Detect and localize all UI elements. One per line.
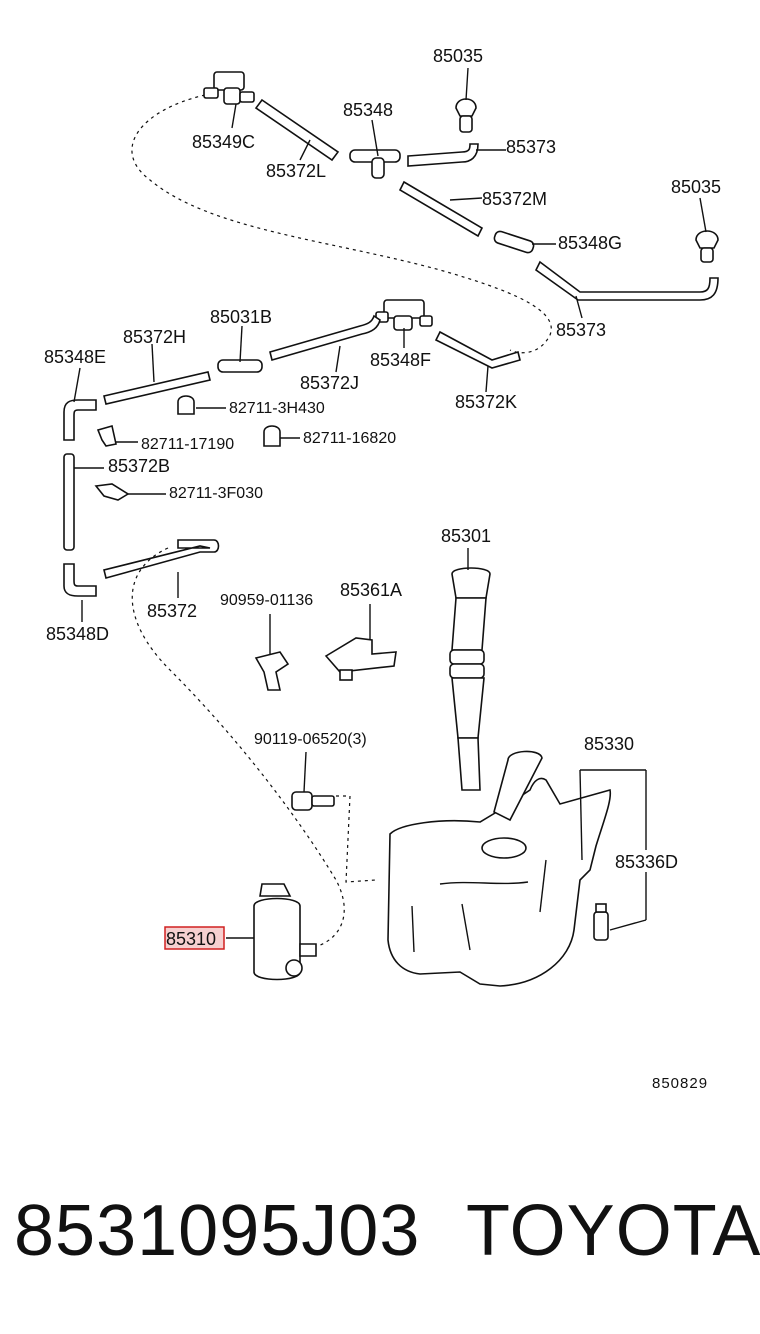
hose-85372k [434,330,521,369]
hose-85372b [63,453,75,551]
label-85031b: 85031B [210,307,272,327]
hose-85372h [103,371,211,405]
label-82711-3h430: 82711-3H430 [229,400,325,417]
label-85348g: 85348G [558,233,622,253]
label-85348d: 85348D [46,624,109,644]
label-82711-17190: 82711-17190 [141,436,234,453]
label-85035-top: 85035 [433,46,483,66]
label-85361a: 85361A [340,580,402,600]
hose-85372 [103,539,220,579]
joint-85348g [493,230,535,254]
part-labels: 85035 85348 85349C 85373 85372L 85372M 8… [44,46,721,1092]
label-85373-top: 85373 [506,137,556,157]
elbow-85348d [63,563,97,597]
nozzle-85035-right [695,230,719,263]
leader-lines [73,67,707,939]
label-85372l: 85372L [266,161,326,181]
label-85372j: 85372J [300,373,359,393]
label-85348f: 85348F [370,350,431,370]
dashed-routing-line-top [131,94,552,354]
label-82711-16820: 82711-16820 [303,430,396,447]
clip-82711-3f030 [94,483,130,501]
elbow-85348e [63,399,97,441]
bolt-guide-dashed [336,795,377,883]
label-85348e: 85348E [44,347,106,367]
brand-name: TOYOTA [466,1191,760,1271]
tee-joint-85349c [203,71,255,105]
bolt-90119-06520 [291,791,335,811]
bracket-85361a [324,637,397,681]
nozzle-85035-top [455,98,477,133]
level-sensor-85336d [593,903,609,941]
clip-82711-16820 [263,425,281,447]
washer-pump-85310 [253,883,317,981]
label-85372k: 85372K [455,392,517,412]
label-85372b: 85372B [108,456,170,476]
washer-tank-85330 [387,750,612,987]
label-85348: 85348 [343,100,393,120]
dashed-routing-line-bottom [131,547,345,947]
footer: 8531095J03 TOYOTA [0,1170,760,1290]
label-90959-01136: 90959-01136 [220,592,313,609]
label-85372: 85372 [147,601,197,621]
label-85336d: 85336D [615,852,678,872]
label-82711-3f030: 82711-3F030 [169,485,263,502]
filler-neck-85301 [449,567,491,791]
hose-85372j [269,314,381,361]
hose-85372m [398,180,484,238]
highlight-box-85310 [164,926,225,950]
label-85310: 85310 [166,929,216,949]
label-85330: 85330 [584,734,634,754]
label-85301: 85301 [441,526,491,546]
hose-85373-top [407,143,479,167]
part-number: 8531095J03 [14,1191,421,1271]
label-90119-06520: 90119-06520(3) [254,731,367,748]
clip-82711-17190 [96,424,117,447]
hose-85372l [254,98,340,162]
label-85372h: 85372H [123,327,186,347]
parts-diagram: 85035 85348 85349C 85373 85372L 85372M 8… [44,46,721,1092]
tee-joint-85348f [375,299,433,331]
clip-82711-3h430 [177,395,195,415]
clamp-90959-01136 [254,651,290,691]
joint-85348 [349,149,401,179]
label-85372m: 85372M [482,189,547,209]
diagram-code: 850829 [652,1075,708,1092]
label-85035-right: 85035 [671,177,721,197]
label-85349c: 85349C [192,132,255,152]
hose-85373-right [534,260,719,301]
label-85373-right: 85373 [556,320,606,340]
